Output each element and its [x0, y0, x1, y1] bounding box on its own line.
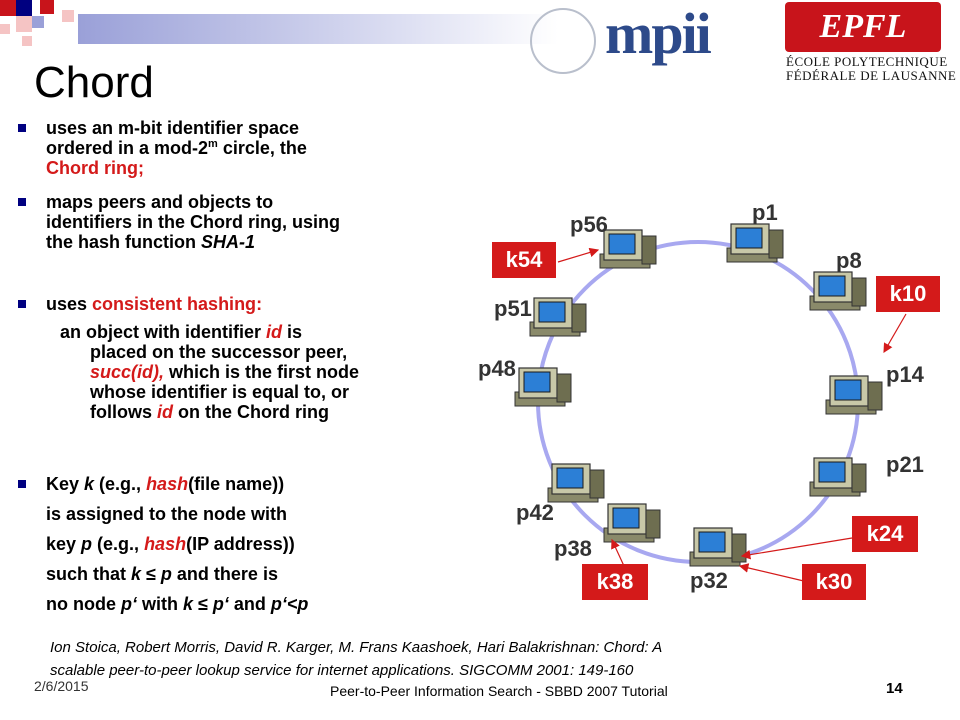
epfl-logo: EPFL [785, 2, 941, 52]
epfl-name-line1: ÉCOLE POLYTECHNIQUE [786, 54, 948, 69]
arrow-k38 [611, 538, 625, 567]
peer-label-p14: p14 [886, 362, 924, 387]
bullet-4-line-1: Key k (e.g., hash(file name)) [46, 474, 285, 494]
peer-label-p8: p8 [836, 248, 862, 273]
bullet-square-icon [18, 480, 26, 488]
epfl-name-line2: FÉDÉRALE DE LAUSANNE [786, 68, 957, 83]
arrow-k24 [740, 537, 853, 560]
bullet-4-line-2: is assigned to the node with [46, 504, 288, 524]
bullet-4-line-3: key p (e.g., hash(IP address)) [46, 534, 295, 554]
citation: Ion Stoica, Robert Morris, David R. Karg… [50, 636, 830, 682]
arrow-k30 [738, 563, 809, 583]
bullet-1-line-2: ordered in a mod-2m circle, the [46, 138, 307, 158]
peer-node-p42-icon [547, 463, 605, 503]
bullet-1-line-1: uses an m-bit identifier space [46, 118, 300, 138]
slide-title: Chord [34, 58, 154, 107]
peer-label-p32: p32 [690, 568, 728, 593]
bullet-4-line-5: no node p‘ with k ≤ p‘ and p‘<p [46, 594, 309, 614]
bullet-square-icon [18, 300, 26, 308]
peer-node-p1-icon [726, 223, 784, 263]
peer-node-p48-icon [514, 367, 572, 407]
university-seal-logo [530, 8, 596, 74]
chord-ring [536, 240, 860, 564]
arrow-k54 [557, 247, 600, 263]
key-k30: k30 [802, 564, 866, 600]
citation-line-1: Ion Stoica, Robert Morris, David R. Karg… [50, 639, 663, 656]
mpi-logo: mpii [605, 1, 712, 66]
peer-node-p8-icon [809, 271, 867, 311]
bullet-square-icon [18, 198, 26, 206]
bullet-4-line-4: such that k ≤ p and there is [46, 564, 278, 584]
peer-label-p42: p42 [516, 500, 554, 525]
key-k24: k24 [852, 516, 918, 552]
peer-label-p21: p21 [886, 452, 924, 477]
bullet-2-line-3: the hash function SHA-1 [46, 232, 256, 252]
epfl-logo-text: EPFL [819, 8, 907, 45]
peer-node-p38-icon [603, 503, 661, 543]
peer-node-p56-icon [599, 229, 657, 269]
footer-text: Peer-to-Peer Information Search - SBBD 2… [330, 683, 668, 699]
peer-node-p51-icon [529, 297, 587, 337]
peer-label-p1: p1 [752, 200, 778, 225]
slide-date: 2/6/2015 [34, 678, 89, 694]
key-k38: k38 [582, 564, 648, 600]
peer-label-p56: p56 [570, 212, 608, 237]
key-k10: k10 [876, 276, 940, 312]
chord-ring-term: Chord ring; [46, 158, 144, 178]
peer-label-p38: p38 [554, 536, 592, 561]
bullet-square-icon [18, 124, 26, 132]
peer-label-p48: p48 [478, 356, 516, 381]
peer-node-p14-icon [825, 375, 883, 415]
peer-node-p21-icon [809, 457, 867, 497]
bullet-2-line-2: identifiers in the Chord ring, using [46, 212, 341, 232]
consistent-hashing-term: consistent hashing [92, 294, 257, 314]
bullet-2-line-1: maps peers and objects to [46, 192, 274, 212]
key-k54: k54 [492, 242, 556, 278]
arrow-k10 [883, 313, 907, 354]
peer-node-p32-icon [689, 527, 747, 567]
citation-line-2: scalable peer-to-peer lookup service for… [50, 662, 634, 679]
peer-label-p51: p51 [494, 296, 532, 321]
page-number: 14 [886, 680, 903, 697]
